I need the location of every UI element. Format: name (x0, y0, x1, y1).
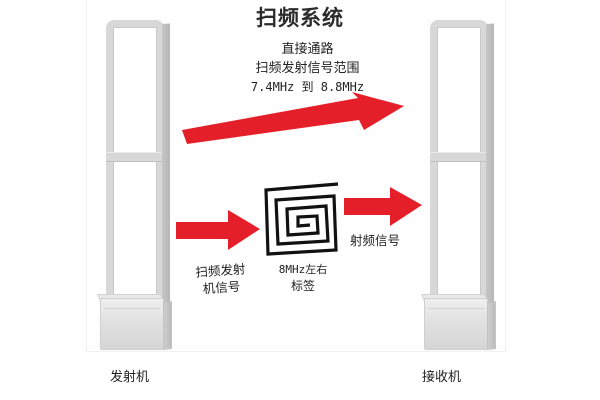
tag-name: 标签 (290, 279, 315, 293)
sweep-signal-label: 扫频发射 机信号 (177, 259, 265, 299)
gate-base (100, 298, 164, 350)
gate-midbar (430, 152, 488, 162)
arrow-right-small-icon-left (176, 208, 260, 252)
gate-side-depth (486, 23, 494, 313)
gate-base-side (163, 301, 172, 350)
direct-path-line2: 扫频发射信号范围 (255, 61, 360, 76)
gate-midbar (106, 152, 164, 162)
tag-frequency: 8MHz左右 (278, 263, 328, 276)
direct-path-frequency-range: 7.4MHz 到 8.8MHz (250, 80, 365, 94)
gate-base (424, 298, 488, 350)
transmitter-label: 发射机 (110, 370, 150, 385)
tag-label: 8MHz左右 标签 (263, 262, 343, 294)
page-title: 扫频系统 (256, 6, 344, 30)
rf-signal-label: 射频信号 (350, 233, 401, 248)
gate-base-line (428, 308, 484, 309)
square-spiral-antenna-icon (260, 180, 344, 258)
gate-side-depth (162, 23, 170, 313)
gate-base-line (104, 308, 160, 309)
direct-path-text-block: 直接通路 扫频发射信号范围 7.4MHz 到 8.8MHz (225, 40, 390, 97)
arrow-right-small-icon-right (344, 186, 422, 228)
eas-gate-pedestal-icon-left (96, 12, 174, 352)
direct-path-line1: 直接通路 (281, 42, 334, 57)
eas-gate-pedestal-icon-right (420, 12, 498, 352)
arrow-right-large-icon (182, 92, 404, 144)
gate-base-side (487, 301, 496, 350)
receiver-label: 接收机 (422, 370, 462, 385)
